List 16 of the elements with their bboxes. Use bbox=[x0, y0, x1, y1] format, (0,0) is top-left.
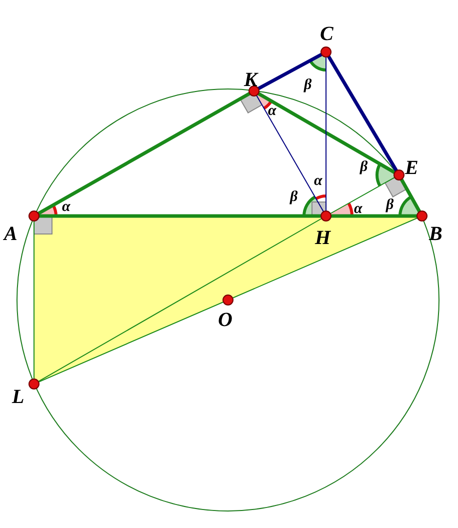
angle-label: α bbox=[268, 104, 276, 119]
point-label: E bbox=[405, 158, 418, 178]
angle-label: β bbox=[360, 160, 368, 175]
angle-label: α bbox=[354, 202, 362, 217]
point-label: A bbox=[4, 224, 18, 244]
point-label: O bbox=[218, 310, 232, 330]
angle-label: α bbox=[314, 174, 322, 189]
point-label: H bbox=[315, 228, 331, 248]
point-label: L bbox=[12, 387, 24, 407]
point-label: K bbox=[244, 70, 258, 90]
point-label: C bbox=[320, 24, 334, 44]
angle-label: β bbox=[290, 190, 298, 205]
angle-label: α bbox=[62, 200, 70, 215]
point-label: B bbox=[429, 224, 442, 244]
angle-label: β bbox=[304, 78, 312, 93]
angle-label: β bbox=[386, 198, 394, 213]
